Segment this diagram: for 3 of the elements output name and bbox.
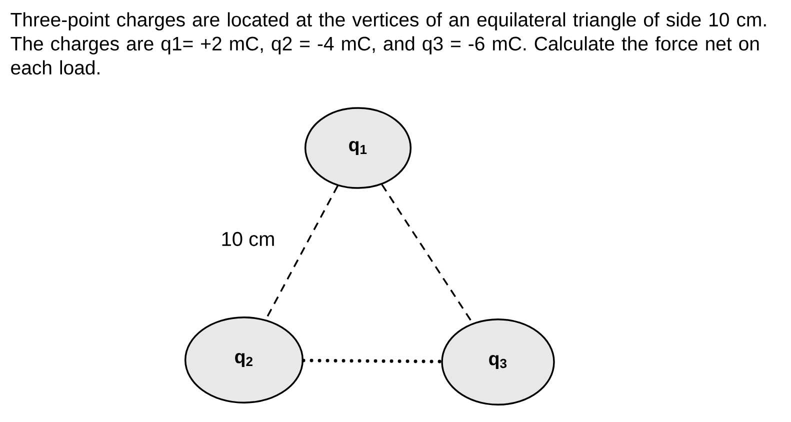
side-length-label: 10 cm — [222, 232, 274, 246]
question-text: Three-point charges are located at the vertices of an equilateral triangle of side 10 cm. The charges are q1= +2 mC, q2 = -4 mC, and q3 = -6 mC. Calculate the force net on each load. — [10, 12, 766, 75]
connector-line — [302, 358, 443, 364]
